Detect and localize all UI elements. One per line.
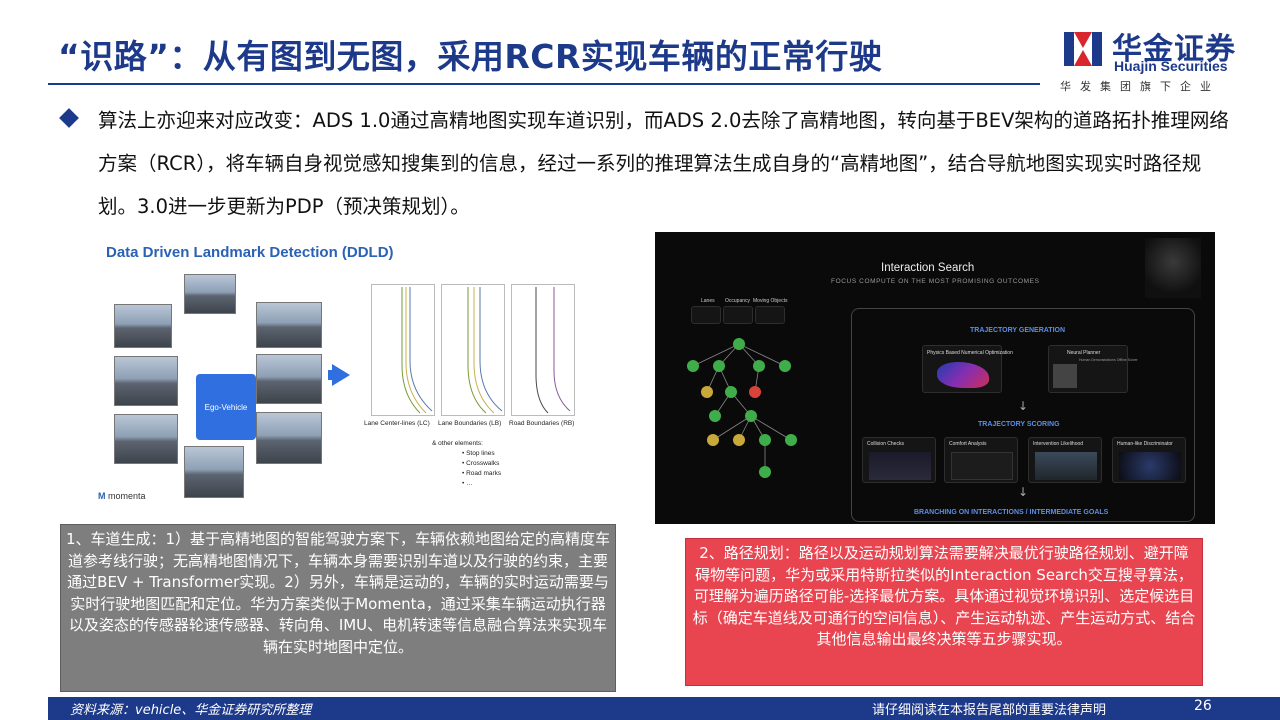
other-elements-heading: & other elements: [432, 440, 483, 447]
input-thumb [723, 306, 753, 324]
arrow-down-icon: ↓ [1018, 485, 1029, 499]
ego-vehicle-box: Ego-Vehicle [196, 374, 256, 440]
path-planning-note: 2、路径规划：路径以及运动规划算法需要解决最优行驶路径规划、避开障碍物等问题，华… [685, 538, 1203, 686]
camera-view-image [184, 446, 244, 498]
lane-boundary-plot [441, 284, 505, 416]
momenta-brand: M momenta [98, 491, 146, 501]
trajectory-generation-heading: TRAJECTORY GENERATION [970, 327, 1066, 334]
ddld-title: Data Driven Landmark Detection (DDLD) [106, 244, 394, 261]
tree-node [785, 434, 797, 446]
main-paragraph: 算法上亦迎来对应改变：ADS 1.0通过高精地图实现车道识别，而ADS 2.0去… [98, 109, 1229, 218]
page-title: “识路”：从有图到无图，采用RCR实现车辆的正常行驶 [58, 37, 883, 76]
input-thumb [755, 306, 785, 324]
tree-node [733, 338, 745, 350]
neural-planner-card: Neural Planner Human Demonstrations Offl… [1048, 345, 1138, 393]
input-thumb [691, 306, 721, 324]
diamond-bullet-icon [59, 108, 79, 128]
tree-node [701, 386, 713, 398]
arrow-down-icon: ↓ [1018, 399, 1029, 413]
intervention-likelihood-card: Intervention Likelihood [1028, 437, 1102, 483]
list-item: • Crosswalks [462, 460, 500, 467]
input-label: Occupancy [725, 298, 751, 304]
tree-node [709, 410, 721, 422]
tree-node [733, 434, 745, 446]
search-tree-diagram [692, 343, 792, 472]
other-elements-list: & other elements: • Stop lines • Crosswa… [432, 439, 501, 489]
camera-view-image [114, 356, 178, 406]
tree-node [759, 466, 771, 478]
plot-label: Lane Center-lines (LC) [364, 420, 430, 427]
camera-view-image [114, 414, 178, 464]
neural-planner-image [1053, 364, 1077, 388]
logo-name-cn: 华金证券 [1112, 32, 1236, 67]
plot-label: Road Boundaries (RB) [509, 420, 575, 427]
human-like-discriminator-card: Human-like Discriminator [1112, 437, 1186, 483]
source-note: 资料来源：vehicle、华金证券研究所整理 [70, 703, 312, 718]
trajectory-scoring-heading: TRAJECTORY SCORING [978, 421, 1060, 428]
presenter-image [1145, 238, 1201, 298]
tree-node [687, 360, 699, 372]
tree-node [707, 434, 719, 446]
camera-view-image [184, 274, 236, 314]
tree-node [759, 434, 771, 446]
plot-label: Lane Boundaries (LB) [438, 420, 502, 427]
interaction-search-title: Interaction Search [881, 262, 975, 274]
camera-view-image [256, 302, 322, 348]
camera-view-image [256, 354, 322, 404]
tree-node [749, 386, 761, 398]
logo-group-line: 华发集团旗下企业 [1060, 80, 1220, 93]
momenta-logo-icon: M [98, 491, 106, 501]
collision-checks-card: Collision Checks [862, 437, 936, 483]
list-item: • … [462, 480, 473, 487]
physics-optimization-card: Physics Based Numerical Optimization [922, 345, 1013, 393]
interaction-search-subtitle: FOCUS COMPUTE ON THE MOST PROMISING OUTC… [831, 278, 1040, 285]
tree-node [713, 360, 725, 372]
huajin-logo-icon [1064, 32, 1102, 66]
logo-name-en: Huajin Securities [1114, 58, 1228, 74]
trajectory-panel: TRAJECTORY GENERATION Physics Based Nume… [851, 308, 1195, 522]
page-number: 26 [1194, 698, 1212, 714]
company-logo: 华金证券 Huajin Securities 华发集团旗下企业 [1058, 22, 1254, 94]
tree-node [779, 360, 791, 372]
comfort-analysis-card: Comfort Analysis [944, 437, 1018, 483]
camera-view-image [256, 412, 322, 464]
ddld-figure: Data Driven Landmark Detection (DDLD) Eg… [96, 234, 626, 510]
list-item: • Stop lines [462, 450, 495, 457]
lane-centerline-plot [371, 284, 435, 416]
input-label: Moving Objects [753, 298, 788, 304]
tree-node [725, 386, 737, 398]
legal-note: 请仔细阅读在本报告尾部的重要法律声明 [872, 703, 1107, 718]
arrow-right-icon [332, 364, 350, 386]
title-divider [48, 83, 1040, 85]
interaction-search-figure: Interaction Search FOCUS COMPUTE ON THE … [655, 232, 1215, 524]
branching-heading: BRANCHING ON INTERACTIONS / INTERMEDIATE… [914, 509, 1109, 516]
footer-bar: 资料来源：vehicle、华金证券研究所整理 请仔细阅读在本报告尾部的重要法律声… [48, 697, 1280, 720]
tree-node [745, 410, 757, 422]
lane-generation-note: 1、车道生成：1）基于高精地图的智能驾驶方案下，车辆依赖地图给定的高精度车道参考… [60, 524, 616, 692]
road-boundary-plot [511, 284, 575, 416]
camera-view-image [114, 304, 172, 348]
surface-plot-image [937, 362, 989, 388]
tree-node [753, 360, 765, 372]
list-item: • Road marks [462, 470, 502, 477]
input-label: Lanes [701, 298, 715, 304]
